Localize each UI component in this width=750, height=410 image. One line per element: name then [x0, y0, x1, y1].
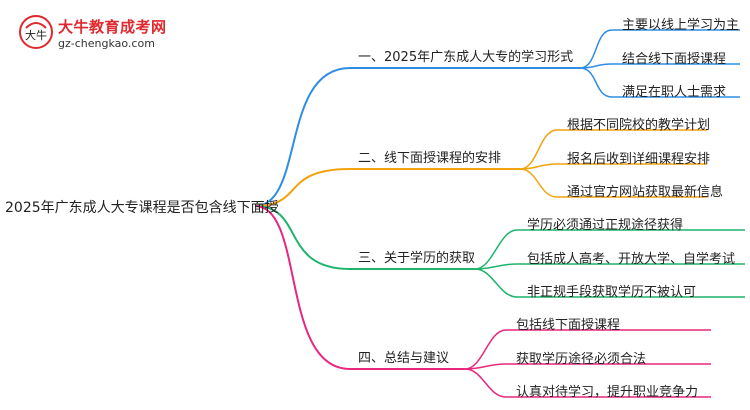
leaf-3-2: 包括成人高考、开放大学、自学考试: [527, 252, 736, 267]
leaf-2-3: 通过官方网站获取最新信息: [567, 185, 724, 200]
branch-2-connector: [254, 168, 351, 207]
root-topic: 2025年广东成人大专课程是否包含线下面授: [5, 200, 279, 216]
logo-mark-icon: 大牛: [19, 15, 53, 49]
leaf-4-1: 包括线下面授课程: [516, 318, 621, 333]
branch-3-label: 三、关于学历的获取: [358, 251, 476, 266]
branch-4-connector: [254, 205, 351, 370]
leaf-3-1: 学历必须通过正规途径获得: [527, 218, 684, 233]
leaf-1-2: 结合线下面授课程: [622, 52, 727, 67]
leaf-1-3: 满足在职人士需求: [622, 85, 727, 100]
logo-url: gz-chengkao.com: [58, 37, 155, 50]
leaf-1-1-connector: [579, 29, 613, 69]
leaf-3-3: 非正规手段获取学历不被认可: [527, 285, 697, 300]
leaf-3-1-connector: [474, 229, 518, 270]
branch-4-label: 四、总结与建议: [358, 351, 450, 366]
leaf-2-3-connector: [519, 168, 558, 198]
leaf-2-1-connector: [519, 129, 558, 170]
leaf-4-3: 认真对待学习，提升职业竞争力: [516, 385, 699, 400]
branch-3-connector: [254, 205, 351, 270]
leaf-1-2-connector: [579, 63, 613, 69]
branch-2-label: 二、线下面授课程的安排: [358, 151, 502, 166]
site-logo[interactable]: 大牛 大牛教育成考网 gz-chengkao.com: [18, 12, 188, 54]
leaf-4-3-connector: [464, 368, 507, 398]
leaf-2-1: 根据不同院校的教学计划: [567, 118, 711, 133]
branch-1-label: 一、2025年广东成人大专的学习形式: [358, 50, 574, 65]
logo-mark-text: 大牛: [25, 28, 47, 42]
leaf-2-2: 报名后收到详细课程安排: [567, 152, 711, 167]
leaf-4-1-connector: [464, 329, 507, 370]
leaf-4-2: 获取学历途径必须合法: [516, 352, 647, 367]
branch-1-connector: [254, 67, 351, 207]
leaf-3-3-connector: [474, 268, 518, 298]
leaf-1-3-connector: [579, 67, 613, 98]
logo-title: 大牛教育成考网: [58, 18, 167, 36]
leaf-2-2-connector: [519, 163, 558, 170]
leaf-1-1: 主要以线上学习为主: [622, 18, 740, 33]
